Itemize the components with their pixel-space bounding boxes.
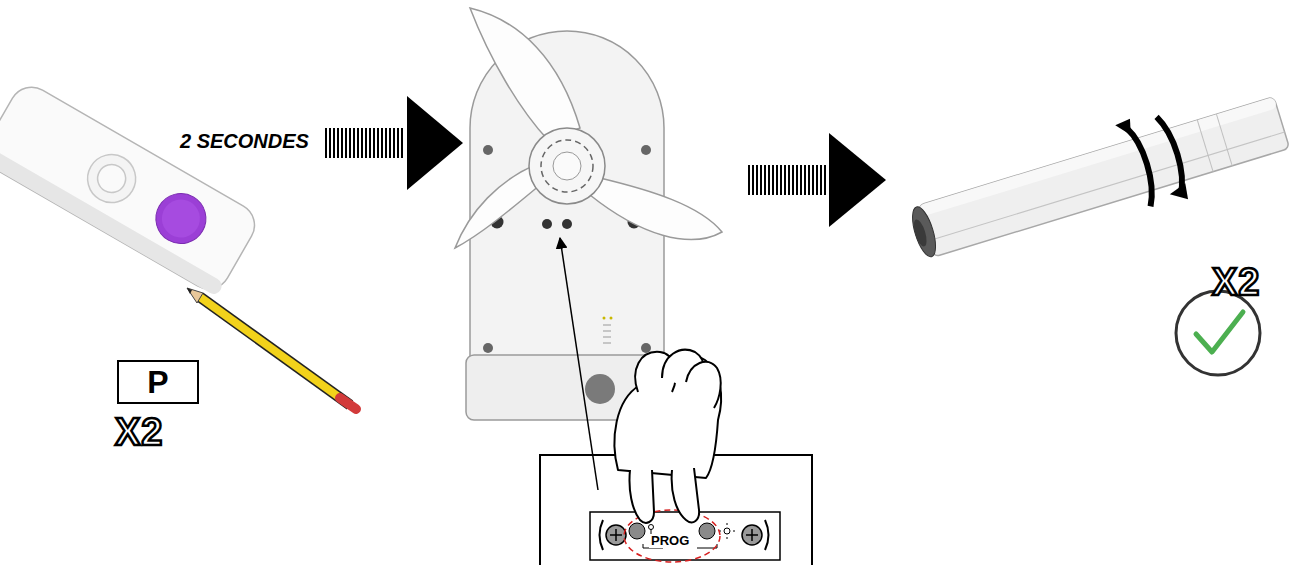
button-box: P [117,360,199,404]
motor-head [455,8,722,420]
pencil [187,288,356,409]
check-mark [1176,291,1260,375]
button-symbol: P [147,366,168,398]
duration-label: 2 SECONDES [180,130,309,152]
hand [614,350,721,523]
tube-motor [901,77,1295,279]
zoom-panel [540,455,812,565]
repeat-count: X2 [115,412,163,454]
arrow-1 [326,96,463,190]
repeat-count: X2 [1212,262,1260,304]
pointer-line [560,238,598,490]
remote-control [0,79,263,297]
arrow-2 [749,133,886,227]
button-label: PROG [649,534,691,548]
